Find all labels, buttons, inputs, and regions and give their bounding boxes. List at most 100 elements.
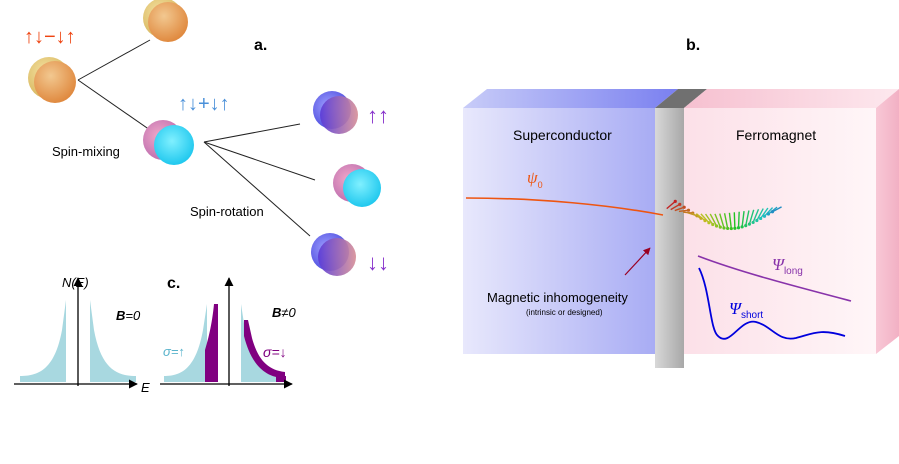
psi-long-curve	[697, 255, 852, 302]
spin-arrow	[756, 208, 764, 221]
panel-b-label: b.	[686, 37, 700, 54]
panel-c: c. N(E) E B=0 B≠0 σ=↑ σ=↓	[14, 275, 297, 395]
spin-arrow	[719, 213, 725, 229]
spin-arrow	[714, 213, 721, 228]
spin-arrow	[772, 206, 782, 213]
spin-arrow-head	[755, 218, 759, 223]
dos-right-spin-up-lower	[164, 304, 207, 382]
triplet-down-sphere	[311, 233, 356, 276]
spin-arrow-head	[726, 226, 730, 231]
dos-right-spin-down-upper	[244, 320, 285, 382]
b-nonzero-label: B≠0	[272, 305, 297, 320]
spin-arrow-head	[733, 226, 737, 230]
spin-texture	[666, 199, 782, 231]
spin-arrow	[741, 211, 745, 227]
dos-right-spin-up-upper	[241, 304, 285, 382]
dos-x-axis-label: E	[141, 380, 150, 395]
ferromagnet-label: Ferromagnet	[736, 127, 816, 143]
panel-a-label: a.	[254, 37, 267, 54]
triplet-up-label: ↑↑	[367, 103, 389, 128]
spin-arrow-head	[707, 221, 711, 225]
spin-arrow	[723, 213, 729, 229]
spin-arrow	[748, 209, 755, 225]
superconductor-top-face	[463, 89, 678, 108]
dos-right-spin-down-lower	[205, 304, 218, 382]
dos-left-gap-upper	[90, 300, 136, 382]
spin-arrow-head	[718, 225, 722, 229]
spin-arrow-head	[751, 220, 755, 225]
psi-short-curve	[698, 267, 846, 340]
singlet-sphere	[28, 57, 76, 103]
dos-y-axis-label: N(E)	[62, 275, 89, 290]
ferromagnet-top-face	[684, 89, 899, 108]
spin-arrow	[704, 213, 714, 225]
spin-arrow	[691, 212, 702, 219]
barrier-front-face	[655, 108, 684, 368]
mixed-sphere	[143, 120, 194, 165]
spin-arrow	[700, 213, 710, 224]
spin-arrow	[666, 200, 676, 210]
psi-long-label: Ψlong	[772, 255, 803, 277]
spin-arrow	[760, 207, 769, 219]
barrier-top-face	[655, 89, 707, 108]
branch-line	[203, 123, 301, 143]
spin-arrow	[674, 206, 685, 212]
superconductor-label: Superconductor	[513, 127, 612, 143]
b-zero-label: B=0	[116, 308, 141, 323]
inhomogeneity-label: Magnetic inhomogeneity	[487, 290, 628, 305]
spin-arrow	[752, 208, 760, 223]
spin-mixing-label: Spin-mixing	[52, 144, 120, 159]
spin-arrow	[745, 210, 750, 226]
sigma-up-label: σ=↑	[163, 344, 185, 359]
spin-arrow-head	[770, 210, 775, 214]
spin-arrow	[678, 209, 689, 213]
spin-arrow	[728, 212, 732, 229]
psi-short-label: Ψshort	[729, 299, 763, 321]
branch-line	[77, 79, 151, 131]
psi0-curve	[465, 197, 664, 216]
singlet-sphere-top	[143, 0, 188, 42]
psi0-label: ψ0	[527, 168, 543, 190]
triplet-up-sphere	[313, 91, 358, 134]
rotated-sphere	[333, 164, 381, 207]
ferromagnet-side-face	[876, 89, 899, 354]
spin-arrow-head	[722, 226, 726, 230]
spin-arrow-head	[747, 222, 752, 226]
panel-a: a. ↑↓−↓↑ Spin-mixing ↑↓+↓↑ Spin-rotation	[24, 0, 389, 276]
spin-arrow-head	[714, 224, 719, 228]
spin-arrow-head	[682, 205, 686, 209]
spin-arrow	[670, 203, 681, 211]
spin-arrow-head	[744, 224, 748, 228]
dos-right-spin-down-edge	[276, 376, 286, 382]
spin-arrow	[709, 213, 718, 227]
spin-arrow	[763, 207, 774, 217]
spin-arrow	[733, 212, 736, 229]
ferromagnet-front-face	[684, 108, 876, 354]
inhomogeneity-note: (intrinsic or designed)	[526, 308, 603, 317]
superconductor-front-face	[463, 108, 655, 354]
branch-line	[203, 141, 311, 237]
spin-arrow-head	[766, 212, 771, 216]
singlet-state-label: ↑↓−↓↑	[24, 26, 76, 48]
spin-arrow	[695, 213, 706, 222]
spin-rotation-label: Spin-rotation	[190, 204, 264, 219]
branch-line	[203, 141, 316, 181]
spin-arrow-head	[678, 202, 682, 206]
inhomogeneity-pointer	[624, 247, 651, 276]
spin-arrow-head	[762, 214, 767, 218]
spin-arrow	[737, 211, 740, 228]
spin-arrow-head	[673, 199, 677, 203]
spin-arrow-head	[711, 222, 715, 227]
spin-arrow-head	[729, 226, 733, 231]
spin-arrow-head	[686, 208, 691, 212]
triplet-zero-label: ↑↓+↓↑	[178, 93, 230, 115]
panel-b: b. Superconductor Ferromagnet ψ0 Magneti…	[463, 37, 899, 368]
panel-c-label: c.	[167, 275, 180, 292]
branch-line	[77, 39, 151, 81]
spin-arrow-head	[736, 226, 741, 230]
triplet-down-label: ↓↓	[367, 250, 389, 275]
sigma-down-label: σ=↓	[263, 344, 287, 360]
spin-arrow-head	[759, 216, 763, 221]
dos-left-gap-lower	[20, 300, 66, 382]
